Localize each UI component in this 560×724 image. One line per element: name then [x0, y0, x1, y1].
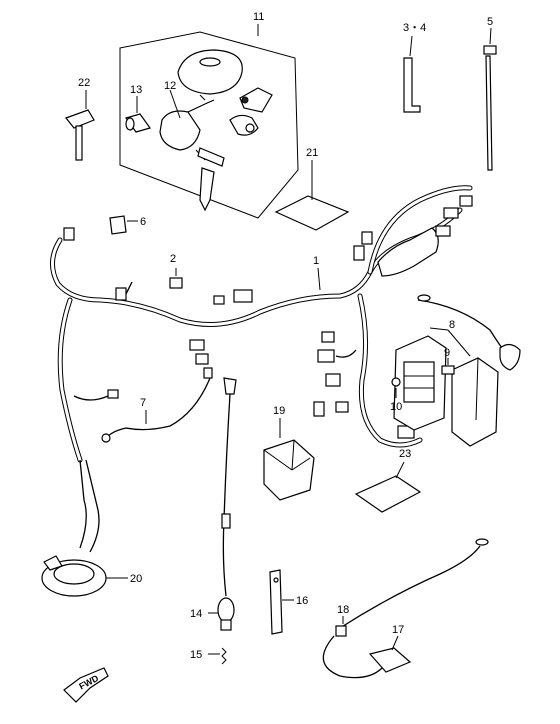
label-17: 17 — [392, 624, 404, 636]
plate-23: 23 — [354, 448, 422, 513]
label-3-4: 3・4 — [403, 22, 426, 34]
label-13: 13 — [130, 84, 142, 96]
label-19: 19 — [273, 405, 285, 417]
fuse-box-10: 10 — [390, 335, 447, 431]
fuse-9: 9 — [441, 347, 455, 375]
ignition-switch-set-box: 11 — [119, 11, 299, 219]
label-21: 21 — [306, 147, 318, 159]
clip-6: 6 — [109, 215, 146, 235]
label-6: 6 — [140, 216, 146, 228]
key-22: 22 — [65, 77, 95, 161]
label-2: 2 — [170, 253, 176, 265]
cable-tie-5: 5 — [483, 16, 497, 171]
relay-19: 19 — [263, 405, 315, 501]
label-10: 10 — [390, 401, 402, 413]
label-12: 12 — [164, 80, 176, 92]
cable-17: 17 — [322, 538, 489, 679]
spring-15: 15 — [190, 647, 227, 665]
label-18: 18 — [337, 604, 349, 616]
wire-7: 7 — [73, 367, 213, 443]
label-9: 9 — [444, 347, 450, 359]
fuse-box-cover-8: 8 — [429, 319, 499, 447]
label-15: 15 — [190, 649, 202, 661]
label-11: 11 — [253, 11, 264, 23]
switch-cover — [177, 49, 243, 101]
label-20: 20 — [130, 573, 142, 585]
label-22: 22 — [78, 77, 90, 89]
screw-13: 13 — [125, 84, 151, 133]
clamp-3-4: 3・4 — [403, 22, 426, 113]
label-23: 23 — [399, 448, 411, 460]
ignition-switch: 12 — [159, 80, 225, 212]
bracket-16: 16 — [269, 569, 308, 635]
label-5: 5 — [487, 16, 493, 28]
front-direction-arrow-icon: FWD — [63, 667, 109, 703]
horn-20: 20 — [41, 459, 142, 597]
label-7: 7 — [140, 397, 146, 409]
screw-18: 18 — [335, 604, 349, 637]
label-1: 1 — [313, 255, 319, 267]
cable-14: 14 — [190, 377, 237, 631]
label-8: 8 — [449, 319, 455, 331]
label-14: 14 — [190, 608, 202, 620]
label-sheet-21: 21 — [274, 147, 350, 231]
clamp-2: 2 — [169, 253, 183, 289]
side-stand-wire — [417, 294, 521, 371]
lock-cylinder — [229, 87, 273, 136]
label-16: 16 — [296, 595, 308, 607]
main-wiring-harness: 1 — [50, 185, 473, 463]
